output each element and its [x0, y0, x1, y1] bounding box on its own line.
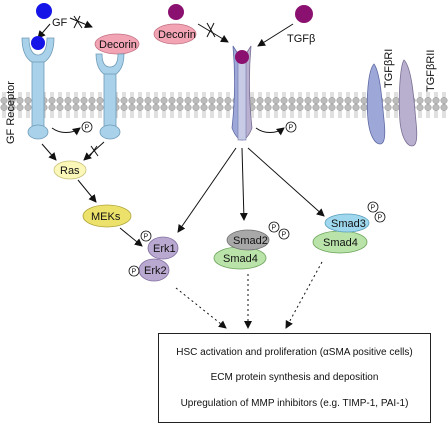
- arrow-ras-to-meks: [77, 179, 97, 203]
- outcomes-box: HSC activation and proliferation (αSMA p…: [158, 333, 431, 423]
- svg-text:Smad4: Smad4: [323, 237, 358, 249]
- autophosphorylation-arrow-gf: [51, 127, 81, 136]
- svg-text:Decorin: Decorin: [99, 39, 137, 51]
- smad2-node: Smad2: [226, 229, 270, 251]
- phospho-erk1: P: [140, 230, 152, 242]
- arrow-tgfbr-to-smad3: [247, 147, 325, 217]
- decorin-left: Decorin: [94, 33, 140, 55]
- blocked-arrow-gf-decorin: [69, 15, 93, 29]
- arrow-tgfbr-to-smad2: [239, 147, 248, 221]
- decorin-right: Decorin: [153, 23, 197, 45]
- tgfb-ligand: [295, 5, 313, 23]
- erk1-node: Erk1: [147, 236, 179, 260]
- svg-text:Smad4: Smad4: [223, 253, 258, 265]
- gf-ligand: [36, 3, 52, 19]
- outcome-mmp-inhibitors: Upregulation of MMP inhibitors (e.g. TIM…: [180, 397, 409, 409]
- dotted-arrow-smad3-to-outcomes: [285, 261, 323, 329]
- erk2-node: Erk2: [138, 258, 170, 282]
- outcome-hsc-activation: HSC activation and proliferation (αSMA p…: [176, 347, 413, 359]
- gf-label: GF: [52, 17, 68, 29]
- svg-text:P: P: [272, 225, 277, 232]
- phospho-smad2-a: P: [268, 221, 280, 233]
- svg-text:P: P: [282, 232, 287, 239]
- tgfb-label: TGFβ: [287, 33, 315, 45]
- svg-text:MEKs: MEKs: [91, 211, 121, 223]
- ras-node: Ras: [53, 160, 87, 180]
- svg-text:Erk2: Erk2: [144, 265, 167, 277]
- svg-text:P: P: [132, 269, 137, 276]
- svg-text:Smad2: Smad2: [233, 235, 268, 247]
- gf-receptor-label: GF Receptor: [5, 81, 17, 144]
- svg-text:Erk1: Erk1: [153, 243, 176, 255]
- svg-text:Ras: Ras: [60, 165, 80, 177]
- meks-node: MEKs: [82, 204, 132, 228]
- tgfb-bound: [235, 50, 249, 64]
- svg-text:P: P: [144, 234, 149, 241]
- arrow-tgfb-to-receptor: [257, 23, 294, 47]
- gf-receptor-decorin-bound: [95, 53, 125, 140]
- gf-bound: [31, 36, 45, 50]
- tgfb-receptor-complex: [231, 45, 253, 141]
- blocked-arrow-decorin-ras: [83, 141, 105, 161]
- phospho-smad2-b: P: [278, 228, 290, 240]
- autophosphorylation-arrow-tgfbr: [255, 127, 285, 136]
- phospho-smad3-a: P: [367, 201, 379, 213]
- tgfbrii-label: TGFβRII: [425, 50, 437, 92]
- tgfb-ligand-on-decorin: [168, 4, 184, 20]
- arrow-tgfbr-to-erk: [177, 147, 237, 233]
- blocked-arrow-decorin-tgfbr: [197, 22, 229, 43]
- tgfbri-label: TGFβRI: [383, 49, 395, 88]
- svg-text:P: P: [85, 125, 90, 132]
- outcome-ecm-synthesis: ECM protein synthesis and deposition: [210, 372, 379, 384]
- dotted-arrow-erk-to-outcomes: [175, 287, 227, 329]
- svg-text:Smad3: Smad3: [331, 218, 366, 230]
- svg-text:P: P: [371, 205, 376, 212]
- arrow-receptor-to-ras: [41, 143, 57, 161]
- tgfbrii-receptor: [398, 59, 418, 147]
- smad4-node-right: Smad4: [312, 230, 368, 254]
- svg-text:Decorin: Decorin: [158, 29, 196, 41]
- smad4-node-center: Smad4: [213, 246, 267, 270]
- gf-receptor: [21, 37, 55, 140]
- arrow-meks-to-erk: [119, 227, 143, 247]
- phospho-erk2: P: [128, 265, 140, 277]
- svg-text:P: P: [378, 215, 383, 222]
- arrow-gf-to-receptor: [37, 23, 51, 39]
- tgfbri-receptor: [366, 63, 386, 145]
- phospho-tgfbr: P: [285, 121, 297, 133]
- smad3-node: Smad3: [324, 213, 370, 233]
- svg-text:P: P: [289, 125, 294, 132]
- phospho-smad3-b: P: [374, 211, 386, 223]
- phospho-gf-receptor: P: [81, 121, 93, 133]
